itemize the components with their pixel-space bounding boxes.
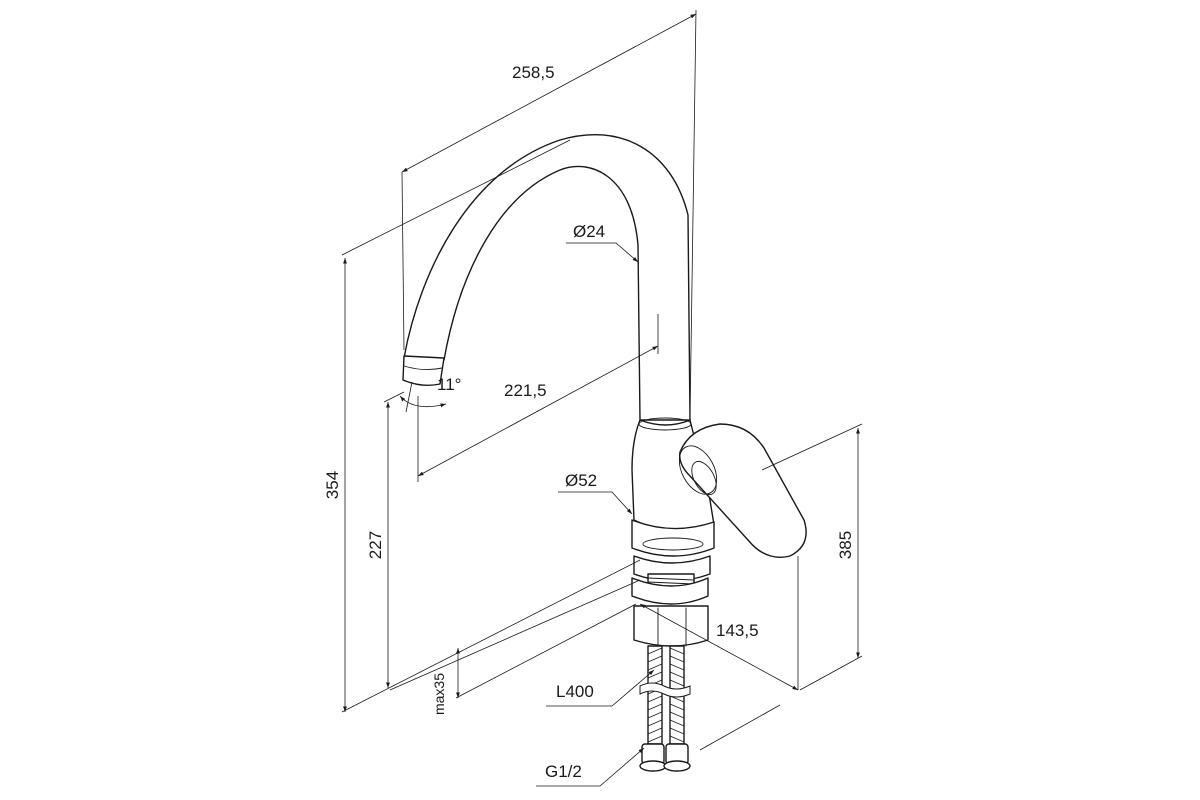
lever-handle [679,423,807,558]
label-thread: G1/2 [545,762,582,781]
label-lever-height: 385 [836,531,855,559]
dimension-labels: 258,5 Ø24 221,5 11° Ø52 354 227 385 143,… [323,63,855,781]
label-mount-thickness: max35 [431,673,447,715]
hose-fittings [639,743,691,772]
label-spout-diameter: Ø24 [573,222,605,241]
mounting-nut [633,605,709,647]
label-hose-length: L400 [556,682,594,701]
label-body-diameter: Ø52 [565,471,597,490]
label-reach: 258,5 [512,63,555,82]
label-spout-angle: 11° [437,375,461,394]
label-spout-offset: 221,5 [504,381,547,400]
dimension-lines [341,9,863,787]
mounting-washer [631,577,709,605]
label-spout-height: 227 [366,531,385,559]
label-base-depth: 143,5 [716,621,759,640]
label-total-height: 354 [323,471,342,499]
flexible-hose-left [647,645,663,745]
spout [403,133,691,421]
